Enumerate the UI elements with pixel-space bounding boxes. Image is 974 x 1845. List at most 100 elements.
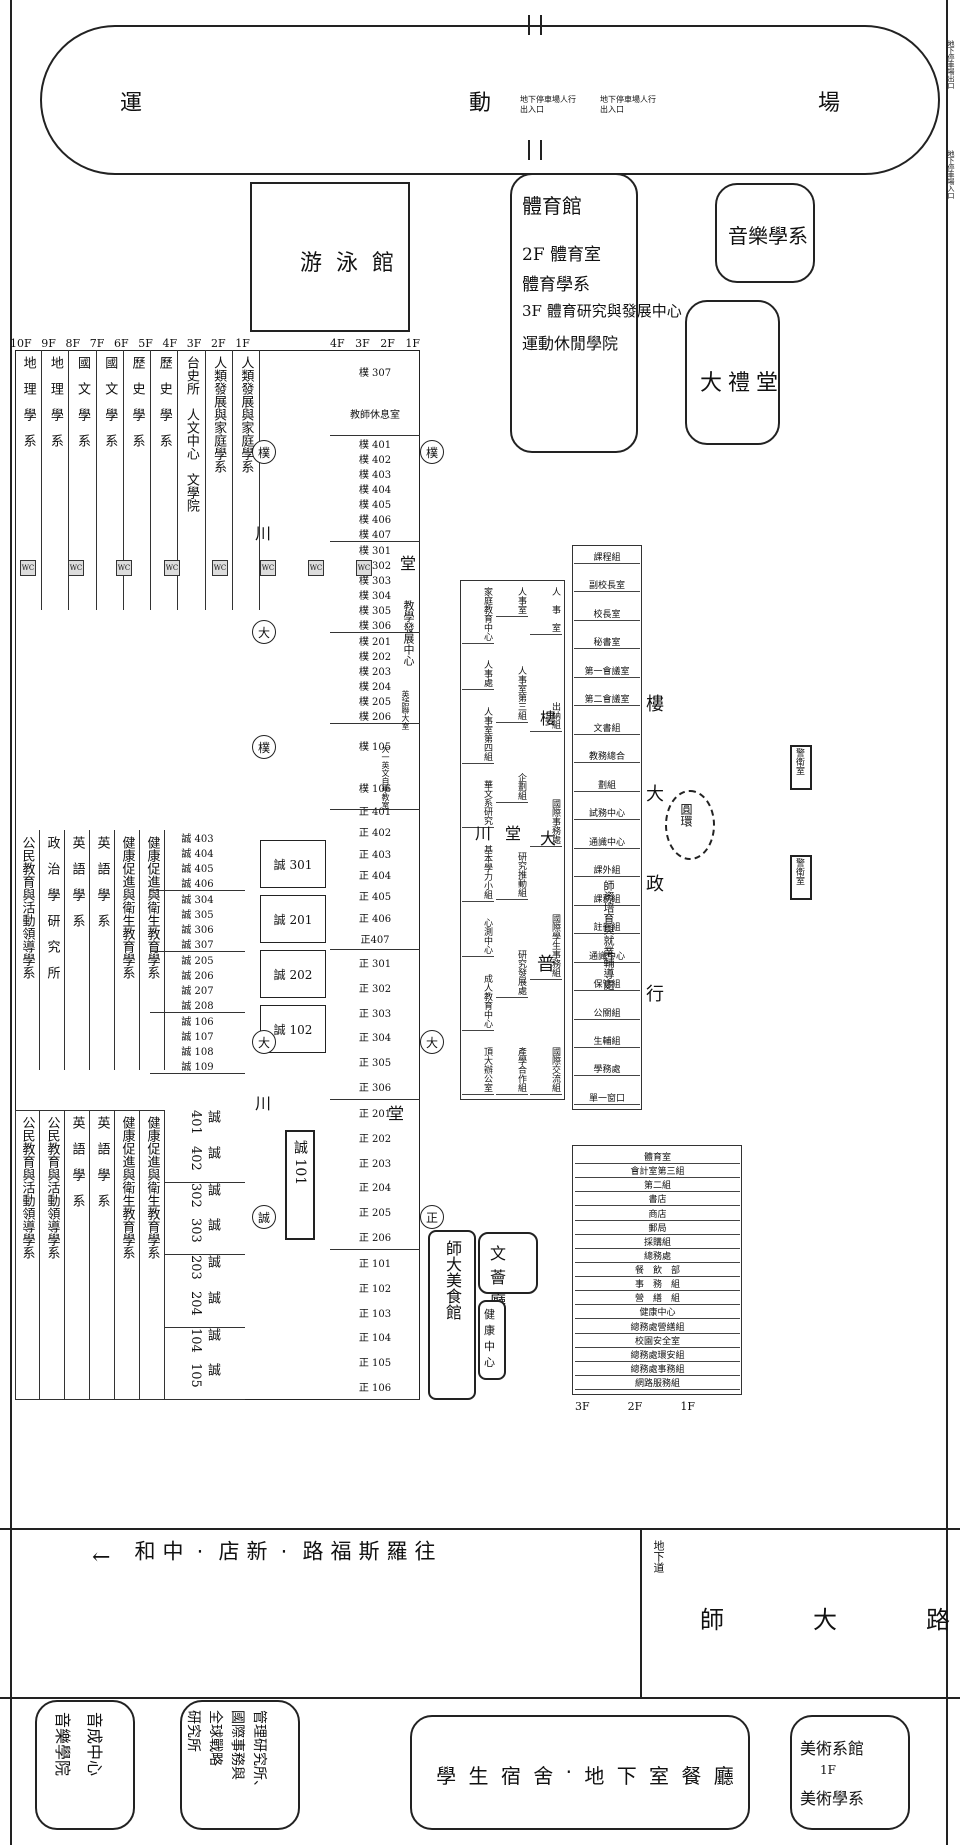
gym-building[interactable] <box>510 173 638 453</box>
canteen-office[interactable]: 網路服務組 <box>575 1376 740 1390</box>
classroom[interactable]: 誠 303 <box>188 1218 220 1244</box>
classroom[interactable]: 誠 108 <box>181 1047 214 1058</box>
classroom[interactable]: 樸 305 <box>358 606 392 617</box>
classroom[interactable]: 正 104 <box>358 1333 392 1345</box>
classroom[interactable]: 正 404 <box>358 870 392 882</box>
classroom[interactable]: 樸 106 <box>358 784 392 796</box>
classroom[interactable]: 正 205 <box>358 1208 392 1220</box>
canteen-office[interactable]: 書店 <box>575 1192 740 1207</box>
classroom[interactable]: 正 103 <box>358 1308 392 1320</box>
office-2f-room[interactable]: 企劃組 <box>496 771 528 803</box>
canteen-office[interactable]: 總務處事務組 <box>575 1362 740 1376</box>
admin-office[interactable]: 通識中心 <box>574 835 640 849</box>
classroom[interactable]: 誠 109 <box>181 1062 214 1073</box>
classroom[interactable]: 正407 <box>360 934 390 946</box>
office-3f-room[interactable]: 心測中心 <box>462 916 494 958</box>
art-building[interactable] <box>790 1715 910 1830</box>
classroom[interactable]: 樸 307 <box>358 367 392 379</box>
classroom[interactable]: 正 401 <box>358 807 392 819</box>
canteen-office[interactable]: 餐 飲 部 <box>575 1263 740 1277</box>
classroom[interactable]: 樸 203 <box>358 667 392 678</box>
office-1f-room[interactable]: 國際事務處 <box>530 797 562 847</box>
admin-office[interactable]: 試務中心 <box>574 806 640 821</box>
pu-dept-cell[interactable]: 地 理 學 系 <box>42 350 70 610</box>
classroom[interactable]: 樸 202 <box>358 652 392 663</box>
cheng-dept-cell[interactable]: 健康促進與衛生教育學系 <box>115 1110 140 1400</box>
classroom[interactable]: 正 202 <box>358 1133 392 1145</box>
classroom[interactable]: 誠 406 <box>181 879 214 890</box>
middle-dept-cell[interactable]: 英 語 學 系 <box>90 830 115 1070</box>
admin-office[interactable]: 通識中心 <box>574 949 640 963</box>
classroom[interactable]: 誠 206 <box>181 971 214 982</box>
classroom[interactable]: 誠 307 <box>181 940 214 951</box>
classroom[interactable]: 樸 405 <box>358 500 392 511</box>
office-2f-room[interactable]: 研究發展處 <box>496 948 528 998</box>
classroom[interactable]: 樸 201 <box>358 637 392 648</box>
classroom[interactable]: 正 204 <box>358 1183 392 1195</box>
admin-office[interactable]: 第一會議室 <box>574 664 640 678</box>
classroom[interactable]: 誠 403 <box>181 834 214 845</box>
classroom[interactable]: 誠 405 <box>181 864 214 875</box>
auditorium-building[interactable] <box>685 300 780 445</box>
admin-office[interactable]: 文書組 <box>574 721 640 735</box>
classroom[interactable]: 誠 204 <box>188 1290 220 1316</box>
classroom[interactable]: 正 201 <box>358 1108 392 1120</box>
middle-dept-cell[interactable]: 英 語 學 系 <box>65 830 90 1070</box>
pu-dept-cell[interactable]: 人類發展與家庭學系 <box>206 350 233 610</box>
classroom[interactable]: 誠 302 <box>188 1182 220 1208</box>
canteen-office[interactable]: 第二組 <box>575 1178 740 1193</box>
classroom[interactable]: 誠 305 <box>181 910 214 921</box>
admin-office[interactable]: 保管組 <box>574 977 640 992</box>
classroom[interactable]: 教師休息室 <box>350 410 400 422</box>
middle-dept-cell[interactable]: 健康促進與衛生教育學系 <box>115 830 140 1070</box>
office-1f-room[interactable]: 人 事 室 <box>530 585 562 635</box>
admin-office[interactable]: 課程組 <box>574 550 640 564</box>
health-center[interactable] <box>478 1300 506 1380</box>
classroom[interactable]: 樸 401 <box>358 440 392 451</box>
pu-dept-cell[interactable]: 歷 史 學 系 <box>124 350 152 610</box>
admin-office[interactable]: 生輔組 <box>574 1034 640 1048</box>
canteen-office[interactable]: 商店 <box>575 1207 740 1221</box>
classroom[interactable]: 樸 406 <box>358 515 392 526</box>
classroom[interactable]: 正 403 <box>358 849 392 861</box>
admin-office[interactable]: 秘書室 <box>574 635 640 650</box>
dorm-building[interactable] <box>410 1715 750 1830</box>
classroom[interactable]: 誠 104 <box>188 1327 220 1353</box>
guard-booth-2[interactable] <box>790 855 812 900</box>
classroom[interactable]: 正 206 <box>358 1233 392 1245</box>
canteen-office[interactable]: 體育室 <box>575 1150 740 1164</box>
classroom[interactable]: 誠 205 <box>181 956 214 967</box>
classroom[interactable]: 樸 206 <box>358 712 392 723</box>
management-building[interactable] <box>180 1700 300 1830</box>
inner-classroom[interactable]: 誠 102 <box>260 1005 326 1053</box>
office-3f-room[interactable]: 人事室第四組 <box>462 705 494 764</box>
classroom[interactable]: 樸 204 <box>358 682 392 693</box>
classroom[interactable]: 正 402 <box>358 828 392 840</box>
office-3f-room[interactable]: 家庭教育中心 <box>462 585 494 644</box>
classroom[interactable]: 正 306 <box>358 1083 392 1095</box>
cheng-dept-cell[interactable]: 英 語 學 系 <box>65 1110 90 1400</box>
admin-office[interactable]: 第二會議室 <box>574 692 640 707</box>
classroom[interactable]: 誠 402 <box>188 1145 220 1171</box>
classroom[interactable]: 樸 105 <box>358 741 392 753</box>
middle-dept-cell[interactable]: 健康促進與衛生教育學系 <box>140 830 165 1070</box>
cheng-dept-cell[interactable]: 公民教育與活動領導學系 <box>40 1110 65 1400</box>
classroom[interactable]: 樸 205 <box>358 697 392 708</box>
office-2f-room[interactable]: 人事室 <box>496 585 528 617</box>
office-1f-room[interactable]: 國際交流組 <box>530 1045 562 1095</box>
inner-classroom[interactable]: 誠 202 <box>260 950 326 998</box>
canteen-banner[interactable] <box>428 1230 476 1400</box>
office-1f-room[interactable]: 出納組 <box>530 700 562 732</box>
classroom[interactable]: 正 203 <box>358 1158 392 1170</box>
admin-office[interactable]: 課外組 <box>574 863 640 878</box>
admin-office[interactable]: 校長室 <box>574 607 640 621</box>
pu-dept-cell[interactable]: 人類發展與家庭學系 <box>233 350 260 610</box>
classroom[interactable]: 正 304 <box>358 1033 392 1045</box>
admin-office[interactable]: 公關組 <box>574 1006 640 1020</box>
classroom[interactable]: 誠 203 <box>188 1255 220 1280</box>
classroom[interactable]: 誠 105 <box>188 1363 220 1389</box>
middle-dept-cell[interactable]: 政 治 學 研 究 所 <box>40 830 65 1070</box>
classroom[interactable]: 正 303 <box>358 1008 392 1020</box>
classroom[interactable]: 樸 403 <box>358 470 392 481</box>
office-3f-room[interactable]: 頂大辦公室 <box>462 1045 494 1095</box>
